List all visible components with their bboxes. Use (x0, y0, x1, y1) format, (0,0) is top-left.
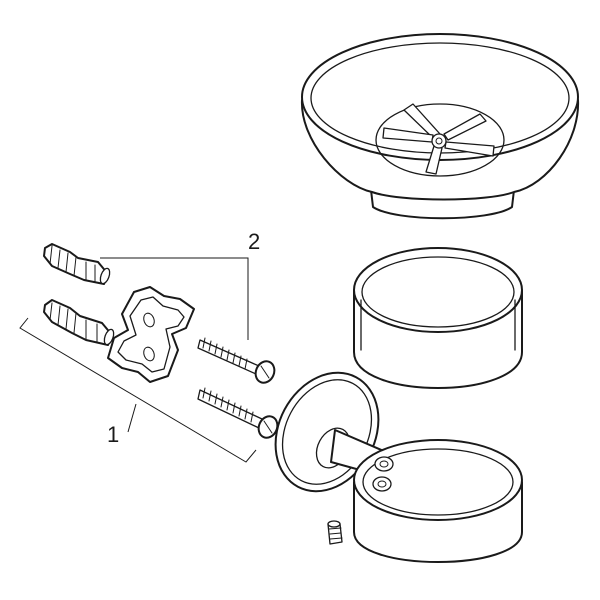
callout-label-2: 2 (248, 229, 261, 254)
wall-plug-upper (43, 243, 111, 285)
mounting-screw-holes (372, 456, 394, 492)
wall-holder (274, 371, 523, 563)
bowl-drain-spokes (382, 103, 495, 175)
callout-2-bracket (100, 257, 249, 340)
grub-screw (327, 520, 343, 545)
holder-ring (353, 439, 523, 563)
cross-mounting-plate (107, 286, 195, 383)
callout-label-1: 1 (107, 422, 120, 447)
screw-upper (197, 337, 276, 384)
wall-plug-lower (43, 299, 115, 346)
middle-ring (353, 247, 523, 389)
screw-lower (197, 387, 279, 439)
soap-dish-bowl (300, 33, 580, 220)
callout-1-bracket (19, 317, 257, 463)
